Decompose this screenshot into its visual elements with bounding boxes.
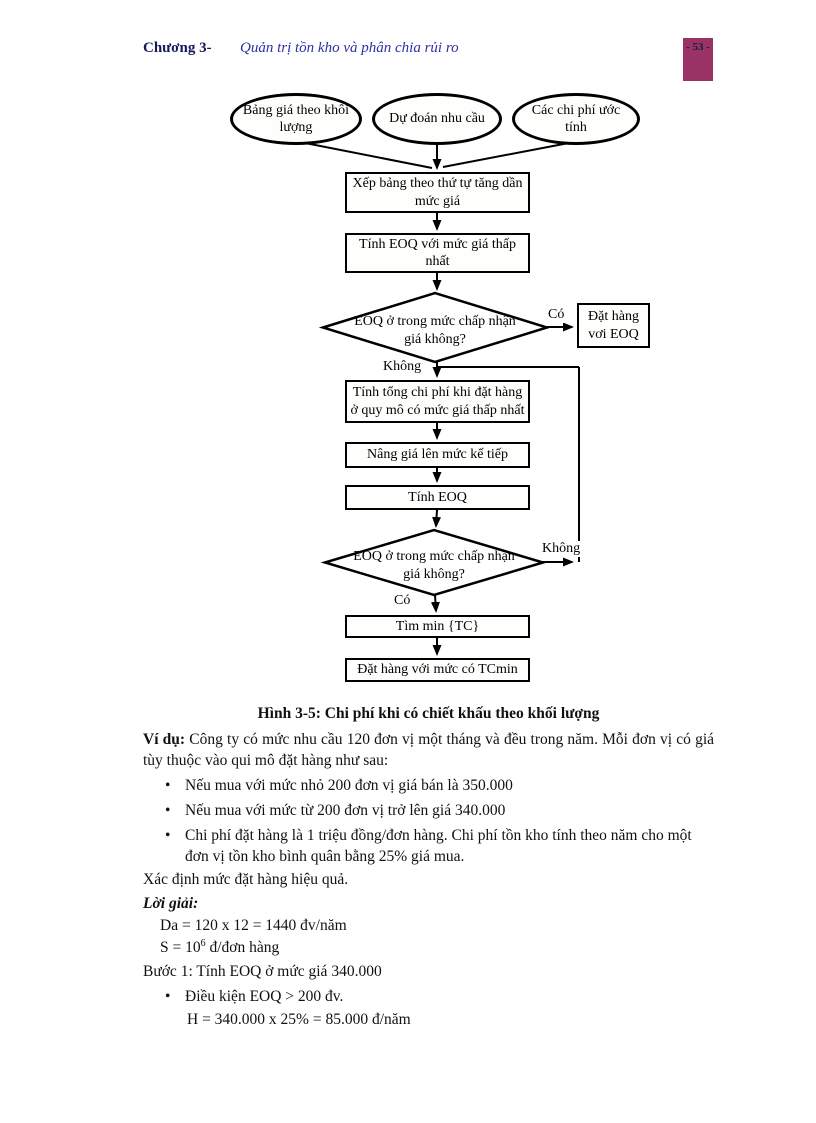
- list-item: • Điều kiện EOQ > 200 đv.: [143, 986, 714, 1007]
- solution-step1: Bước 1: Tính EOQ ở mức giá 340.000: [143, 963, 382, 980]
- bullet-icon: •: [165, 777, 171, 794]
- bullet-icon: •: [165, 802, 171, 819]
- step-eoq-lowest-price: Tính EOQ với mức giá thấp nhất: [345, 233, 530, 273]
- decision1-label: EOQ ở trong mức chấp nhận giá không?: [354, 314, 516, 347]
- s-exponent: 6: [200, 937, 206, 949]
- input-estimated-costs: Các chi phí ước tính: [512, 93, 640, 145]
- solution-line-h: H = 340.000 x 25% = 85.000 đ/năm: [187, 1011, 411, 1028]
- step-sort-prices: Xếp bảng theo thứ tự tăng dần mức giá: [345, 172, 530, 213]
- example-paragraph: Ví dụ: Công ty có mức nhu cầu 120 đơn vị…: [143, 729, 714, 771]
- page-number-badge: - 53 -: [683, 38, 713, 81]
- task-statement: Xác định mức đặt hàng hiệu quả.: [143, 871, 349, 888]
- list-item: • Chi phí đặt hàng là 1 triệu đồng/đơn h…: [143, 825, 714, 867]
- chapter-label: Chương 3-: [143, 40, 212, 56]
- solution-line-da: Da = 120 x 12 = 1440 đv/năm: [160, 917, 347, 934]
- step-next-price-level: Nâng giá lên mức kế tiếp: [345, 442, 530, 468]
- page-number: - 53 -: [686, 41, 710, 53]
- input-demand-forecast: Dự đoán nhu cầu: [372, 93, 502, 145]
- running-title: Quản trị tồn kho và phân chia rủi ro: [240, 40, 459, 56]
- step-find-min-tc: Tìm min {TC}: [345, 615, 530, 638]
- list-item: • Nếu mua với mức từ 200 đơn vị trở lên …: [143, 800, 714, 821]
- flowchart-connectors: [299, 141, 580, 656]
- decision2-yes-label: Có: [393, 593, 412, 609]
- decision1-yes-label: Có: [547, 307, 566, 323]
- bullet-text: Nếu mua với mức từ 200 đơn vị trở lên gi…: [185, 802, 506, 819]
- bullet-icon: •: [165, 988, 171, 1005]
- solution-line-s: S = 106 đ/đơn hàng: [160, 937, 714, 958]
- decision1-diamond: [318, 291, 552, 364]
- step-compute-eoq: Tính EOQ: [345, 485, 530, 510]
- decision2-diamond: [320, 528, 548, 597]
- step-order-tcmin: Đặt hàng với mức có TCmin: [345, 658, 530, 682]
- solution-heading: Lời giải:: [143, 895, 199, 912]
- edge-eoq-to-decision2: [432, 509, 442, 528]
- edge-decision2-yes: [430, 594, 440, 613]
- example-lead: Ví dụ:: [143, 731, 186, 748]
- bullet-icon: •: [165, 827, 171, 844]
- decision2-label: EOQ ở trong mức chấp nhận giá không?: [353, 549, 515, 582]
- edge-input1: [299, 141, 433, 169]
- input-price-table: Bảng giá theo khôi lượng: [230, 93, 362, 145]
- bullet-text: Chi phí đặt hàng là 1 triệu đồng/đơn hàn…: [185, 827, 692, 865]
- body-content: Hình 3-5: Chi phí khi có chiết khấu theo…: [143, 703, 714, 1030]
- condition-text: Điều kiện EOQ > 200 đv.: [185, 988, 344, 1005]
- s-prefix: S = 10: [160, 939, 201, 956]
- list-item: • Nếu mua với mức nhỏ 200 đơn vị giá bán…: [143, 775, 714, 796]
- figure-caption: Hình 3-5: Chi phí khi có chiết khấu theo…: [257, 705, 600, 722]
- s-suffix: đ/đơn hàng: [205, 939, 280, 956]
- flowchart-figure: Bảng giá theo khôi lượng Dự đoán nhu cầu…: [140, 85, 710, 700]
- edge-input3: [442, 141, 575, 168]
- step-order-with-eoq: Đặt hàng vơi EOQ: [577, 303, 650, 348]
- step-total-cost: Tính tổng chi phí khi đặt hàng ở quy mô …: [345, 380, 530, 423]
- bullet-text: Nếu mua với mức nhỏ 200 đơn vị giá bán l…: [185, 777, 513, 794]
- decision1-no-label: Không: [382, 359, 423, 375]
- example-intro: Công ty có mức nhu cầu 120 đơn vị một th…: [143, 731, 715, 769]
- decision2-no-label: Không: [541, 541, 582, 557]
